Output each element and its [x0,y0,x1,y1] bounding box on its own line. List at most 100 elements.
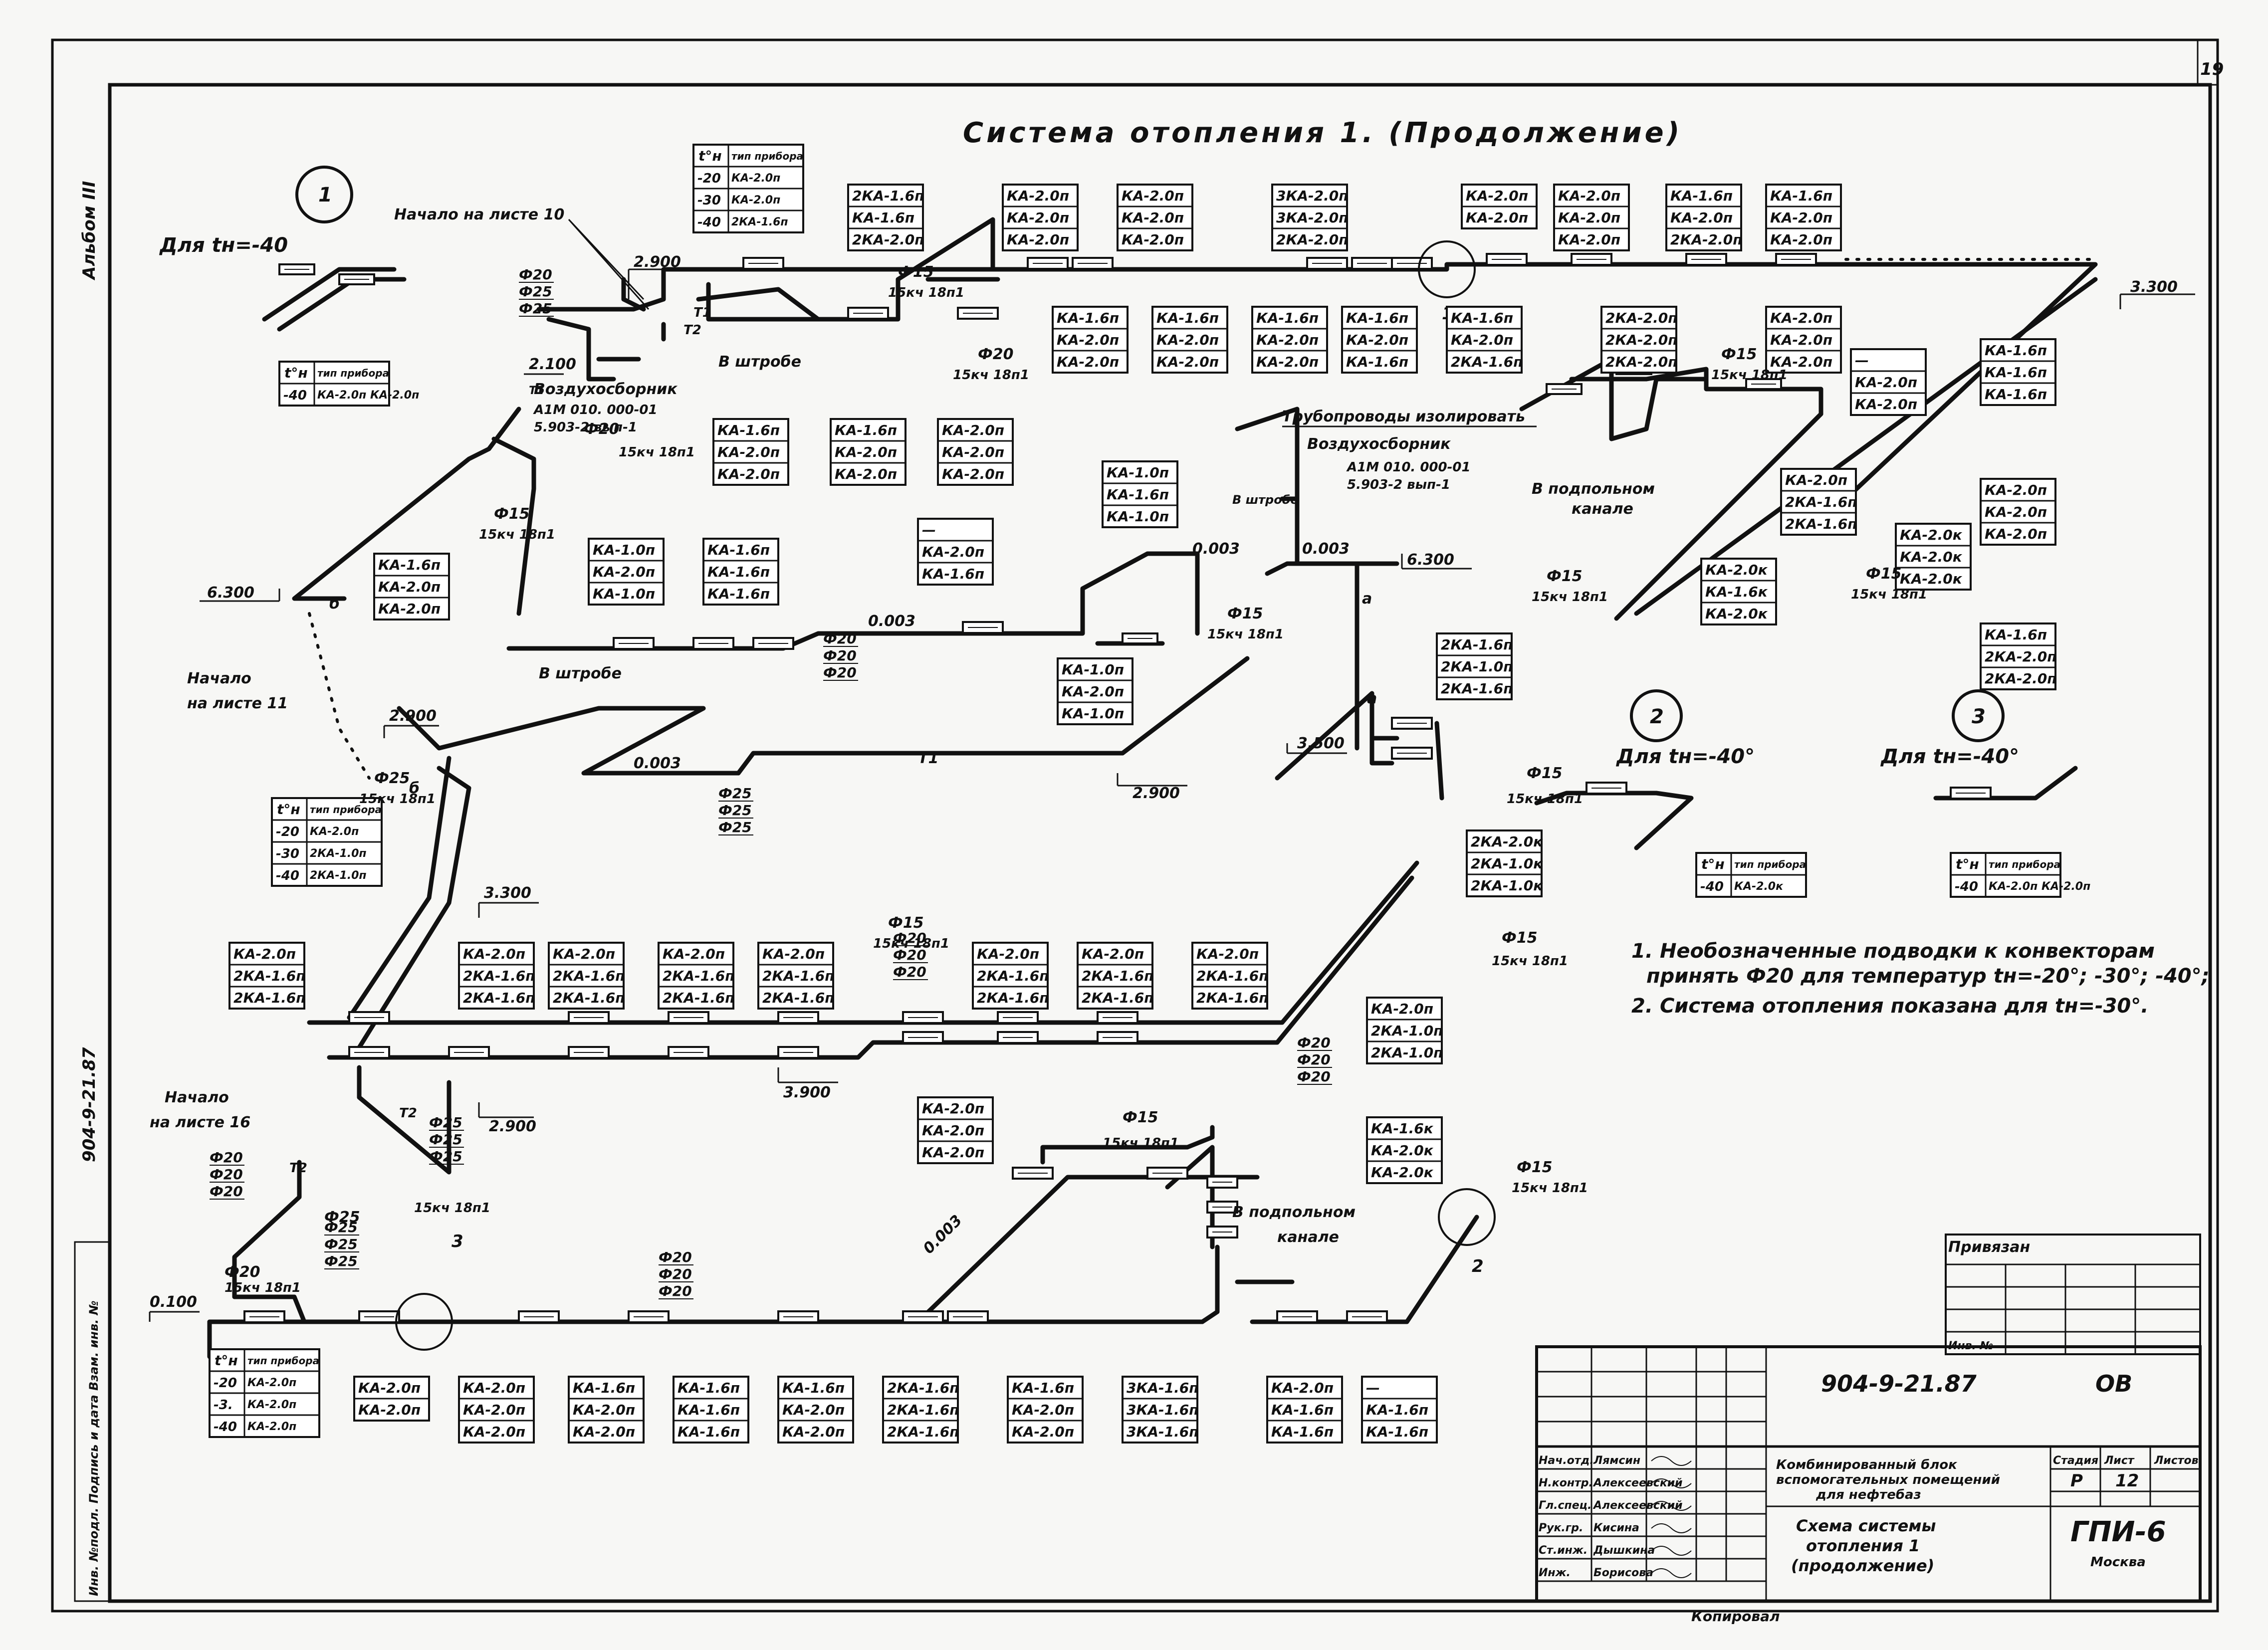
table-cell: -20 [214,1376,237,1391]
convector-type: 3КА-2.0п [1276,188,1349,204]
valve-15-i: 15кч 18п1 [1492,954,1568,969]
start-sheet-16-b: на листе 16 [150,1114,250,1131]
diameter-label: Ф20 [893,947,926,963]
valve-15-h: 15кч 18п1 [873,936,949,951]
convector-type: КА-2.0п [1371,1001,1433,1017]
convector-type: 2КА-2.0п [1605,332,1678,348]
note-1-b: принять Ф20 для температур tн=-20°; -30°… [1646,965,2210,988]
vertical-doc-code: 904-9-21.87 [79,1047,99,1162]
inset-circle-3 [1952,689,2005,742]
page-number-box [2197,40,2218,86]
convector-type: КА-1.6п [707,564,770,580]
sheets-header: Листов [2154,1454,2199,1467]
table-cell: КА-2.0п [310,825,359,838]
project-name-2: вспомогательных помещений [1776,1472,2000,1487]
convector-type: 2КА-1.6п [977,990,1049,1006]
convector-type: 2КА-2.0п [1605,354,1678,370]
valve-15-k: 15кч 18п1 [1512,1181,1588,1196]
doc-code: 904-9-21.87 [1821,1370,1977,1397]
signature-name: Лямсин [1593,1454,1640,1467]
valve-15-f: 15кч 18п1 [1851,587,1927,602]
convector-type: КА-2.0к [1900,571,1963,587]
table-cell: 2КА-1.0п [310,869,367,882]
table-cell: -30 [697,193,721,208]
callout-number-2: 2 [1472,1256,1484,1276]
callout-circle-3 [395,1293,453,1351]
diameter-label: Ф25 [429,1114,462,1131]
convector-type: КА-2.0к [1705,562,1768,578]
valve-25-a: 15кч 18п1 [359,792,436,807]
convector-type: — [1366,1380,1380,1396]
convector-type: КА-2.0п [942,422,1004,438]
convector-type: 3КА-1.6п [1127,1424,1199,1440]
diameter-label: Ф25 [718,802,752,819]
diameter-label: Ф25 [324,1219,358,1236]
project-name-1: Комбинированный блок [1776,1457,1958,1472]
insulate-note: Трубопроводы изолировать [1282,408,1525,425]
convector-type: КА-1.0п [593,586,655,602]
table-header: тип прибора [1734,858,1806,870]
note-1-a: 1. Необозначенные подводки к конвекторам [1631,940,2155,963]
dia-15-h: Ф15 [888,914,924,932]
dia-25-a: Ф25 [374,770,410,787]
convector-type: 2КА-1.6п [977,968,1049,984]
signature-mark [1651,1478,1692,1488]
diameter-label: Ф25 [429,1131,462,1148]
convector-type: КА-1.6п [1256,310,1319,326]
convector-type: 2КА-1.6п [553,968,625,984]
organization: ГПИ-6 [2070,1516,2166,1548]
convector-type: 3КА-1.6п [1127,1380,1199,1396]
diameter-label: Ф25 [718,785,752,802]
convector-type: КА-2.0п [1985,482,2047,498]
convectors [243,253,1992,1323]
album-label: Альбом III [79,181,99,281]
convector-type: 2КА-1.0п [1371,1044,1443,1061]
convector-type: КА-2.0п [463,946,525,962]
convector-type: 3КА-1.6п [1127,1402,1199,1418]
convector-type: КА-1.0п [1062,705,1124,722]
convector-type: КА-2.0п [1271,1380,1334,1396]
convector-type: КА-1.6п [678,1380,740,1396]
elevation-3500: 3.500 [1297,735,1345,752]
convector-type: КА-2.0п [717,466,780,482]
convector-type: КА-2.0п [1122,188,1184,204]
drawing-name-1: Схема системы [1796,1516,1936,1535]
convector-type: КА-2.0п [1007,209,1069,226]
convector-type: КА-2.0п [573,1402,635,1418]
table-cell: -40 [1955,879,1978,894]
diameter-label: Ф20 [823,630,857,647]
stage-value: Р [2070,1471,2083,1491]
start-sheet-11-a: Начало [187,670,251,687]
convector-type: 2КА-2.0п [1605,310,1678,326]
convector-type: КА-2.0п [1855,374,1917,391]
table-cell: 2КА-1.0п [310,847,367,860]
signature-role: Рук.гр. [1539,1522,1583,1534]
convector-type: КА-2.0п [1156,354,1219,370]
callout-circle-2 [1438,1188,1496,1246]
convector-type: КА-1.0п [1107,464,1169,481]
dia-15-c: Ф15 [1227,605,1263,622]
dia-15-d: Ф15 [1721,346,1757,363]
convector-type: КА-1.6п [678,1424,740,1440]
dia-15-b: Ф15 [494,505,530,523]
table-header: t°н [215,1352,238,1369]
convector-type: 2КА-1.6п [762,990,835,1006]
convector-type: КА-2.0п [1558,231,1620,248]
table-header: t°н [284,365,308,381]
